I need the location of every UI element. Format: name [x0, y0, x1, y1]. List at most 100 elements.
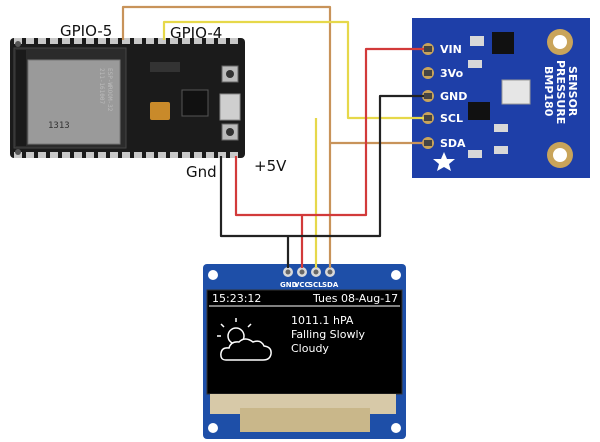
oled-mount-hole — [208, 423, 218, 433]
header-pin — [194, 152, 202, 158]
oled-pin-label: GND — [280, 281, 298, 289]
esp32-chip-marking: 1313 — [48, 121, 70, 131]
esp32-top-header — [14, 38, 238, 44]
header-pin — [230, 38, 238, 44]
module-text-2: 211-161007 — [98, 68, 105, 105]
bmp180-title: BMP180 PRESSURE SENSOR — [542, 60, 579, 124]
oled-pin-label: SCL — [308, 281, 323, 289]
header-pin — [110, 38, 118, 44]
oled-ribbon-tail — [240, 408, 370, 432]
bmp180-smd-part — [468, 150, 482, 158]
bmp180-mount-hole-center — [553, 148, 567, 162]
oled-forecast: Cloudy — [291, 342, 329, 355]
header-pin — [182, 38, 190, 44]
bmp180-pin-header — [422, 43, 434, 149]
bmp180-level-shifter — [468, 102, 490, 120]
bmp180-board: BMP180 PRESSURE SENSOR — [412, 18, 590, 178]
mount-hole — [15, 41, 21, 47]
header-pin — [158, 152, 166, 158]
bmp180-title-line-2: PRESSURE — [554, 60, 567, 124]
boot-button-cap — [226, 70, 234, 78]
reset-button-cap — [226, 128, 234, 136]
oled-pressure: 1011.1 hPA — [291, 314, 354, 327]
gnd-label: Gnd — [186, 163, 217, 181]
header-pin — [62, 152, 70, 158]
oled-pin — [313, 269, 319, 275]
header-pin — [26, 38, 34, 44]
header-pin — [98, 152, 106, 158]
oled-pin — [285, 269, 291, 275]
header-pin — [38, 38, 46, 44]
cloud-sun-icon — [217, 318, 272, 361]
gpio4-label: GPIO-4 — [170, 24, 222, 42]
oled-trend: Falling Slowly — [291, 328, 365, 341]
bmp180-title-line-1: BMP180 — [542, 66, 555, 117]
wire-gpio4-scl — [162, 20, 424, 120]
oled-time: 15:23:12 — [212, 292, 261, 305]
bmp180-smd-part — [468, 60, 482, 68]
header-pin — [218, 152, 226, 158]
oled-pin-label: VCC — [294, 281, 310, 289]
header-pin — [122, 38, 130, 44]
bmp180-pin — [424, 70, 432, 76]
header-pin — [170, 38, 178, 44]
header-pin — [158, 38, 166, 44]
wire-gnd — [219, 94, 424, 238]
bmp180-pin-sda-label: SDA — [440, 137, 466, 150]
esp32-capacitor — [150, 102, 170, 120]
bmp180-sensor-chip — [501, 79, 531, 105]
oled-pin-header — [283, 267, 335, 277]
oled-pin — [327, 269, 333, 275]
header-pin — [38, 152, 46, 158]
header-pin — [86, 38, 94, 44]
bmp180-smd-part — [470, 36, 484, 46]
header-pin — [62, 38, 70, 44]
esp32-rf-shield — [27, 59, 121, 145]
bmp180-mount-hole-center — [553, 35, 567, 49]
oled-pin-label: SDA — [322, 281, 339, 289]
bmp180-pin — [424, 93, 432, 99]
header-pin — [146, 38, 154, 44]
header-pin — [230, 152, 238, 158]
header-pin — [218, 38, 226, 44]
star-logo-icon — [433, 152, 455, 171]
header-pin — [110, 152, 118, 158]
oled-mount-hole — [391, 270, 401, 280]
esp32-usb-uart-chip — [181, 89, 209, 117]
esp32-regulator — [150, 62, 180, 72]
header-pin — [134, 38, 142, 44]
oled-date: Tues 08-Aug-17 — [312, 292, 398, 305]
oled-mount-hole — [208, 270, 218, 280]
micro-usb-connector[interactable] — [219, 93, 241, 121]
esp32-antenna — [16, 50, 26, 146]
header-pin — [170, 152, 178, 158]
header-pin — [26, 152, 34, 158]
bmp180-pcb — [412, 18, 590, 178]
header-pin — [50, 152, 58, 158]
mount-hole — [15, 149, 21, 155]
header-pin — [194, 38, 202, 44]
bmp180-pin-vin-label: VIN — [440, 43, 462, 56]
bmp180-pin — [424, 46, 432, 52]
header-pin — [98, 38, 106, 44]
bmp180-pin-labels: VIN 3Vo GND SCL SDA — [440, 43, 467, 150]
header-pin — [146, 152, 154, 158]
gpio5-label: GPIO-5 — [60, 22, 112, 40]
bmp180-pin — [424, 140, 432, 146]
bmp180-pin — [424, 115, 432, 121]
bmp180-smd-part — [494, 146, 508, 154]
esp32-bottom-header — [14, 152, 238, 158]
bmp180-pin-gnd-label: GND — [440, 90, 467, 103]
bmp180-pin-3vo-label: 3Vo — [440, 67, 464, 80]
bmp180-regulator — [492, 32, 514, 54]
bmp180-smd-part — [494, 124, 508, 132]
bmp180-title-line-3: SENSOR — [566, 66, 579, 117]
header-pin — [74, 38, 82, 44]
header-pin — [134, 152, 142, 158]
wires — [121, 5, 424, 268]
esp32-board: ESP-WROOM-32 211-161007 1313 — [10, 38, 245, 158]
wire-vcc — [234, 47, 424, 217]
oled-pin — [299, 269, 305, 275]
